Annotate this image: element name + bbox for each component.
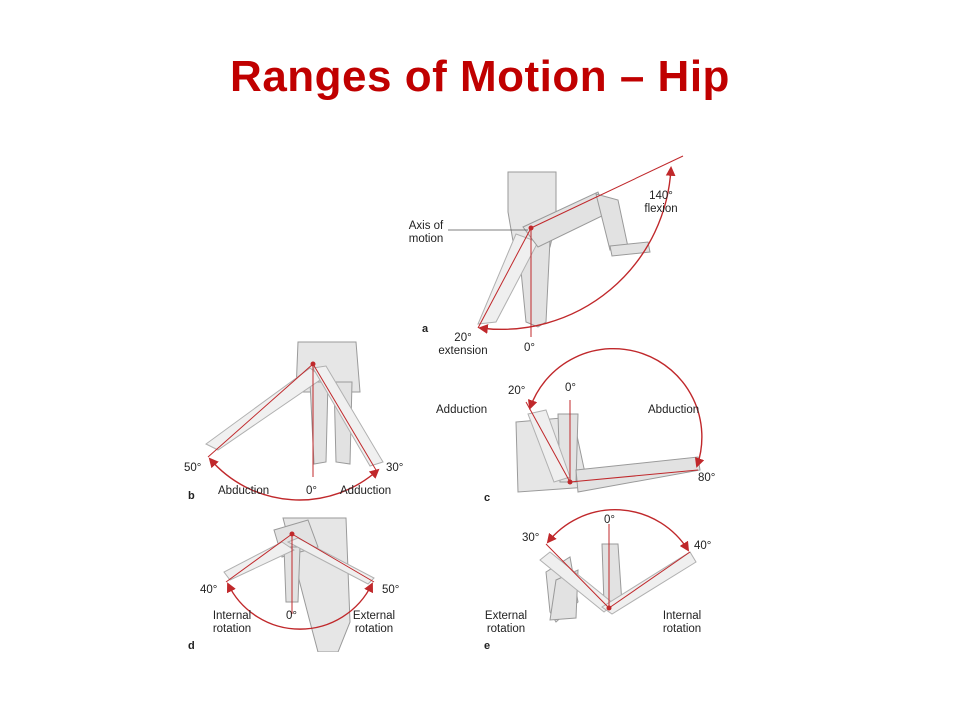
panel-d-internal-label: Internal rotation <box>200 610 264 636</box>
panel-a-flexion-label: 140° flexion <box>633 190 689 216</box>
panel-b-left-value: 50° <box>184 462 202 474</box>
panel-b-pivot <box>310 361 316 367</box>
panel-d-external-line <box>291 533 375 583</box>
panel-c-arc <box>527 347 705 468</box>
panel-a-pivot <box>528 225 534 231</box>
panel-e-drawing <box>539 509 697 623</box>
panel-c-adduction-value: 20° <box>508 385 526 397</box>
panel-b-adducted-leg <box>312 365 384 467</box>
panel-a-extension-label: 20° extension <box>432 332 494 358</box>
panel-c-abduction-label: Abduction <box>648 404 700 416</box>
panel-c-pivot <box>567 479 573 485</box>
panel-e-neutral-label: 0° <box>604 514 615 526</box>
panel-d-left-value: 40° <box>200 584 218 596</box>
panel-b-letter: b <box>188 490 195 502</box>
panel-c-abduction-value: 80° <box>698 472 716 484</box>
panel-d-pivot <box>289 531 295 537</box>
panel-b-right-value: 30° <box>386 462 404 474</box>
panel-c-abducted-leg <box>575 456 701 493</box>
panel-b-abduction-line <box>207 363 314 458</box>
hip-range-of-motion-figure: Axis of motion 140° flexion 20° extensio… <box>178 152 734 652</box>
panel-d-arc <box>227 582 373 630</box>
panel-e-neutral-leg <box>601 543 623 605</box>
panel-d-right-value: 50° <box>382 584 400 596</box>
panel-a-flexion-value: 140° <box>649 190 673 202</box>
panel-d-drawing <box>223 517 375 652</box>
hip-motion-illustration <box>205 155 705 652</box>
panel-a-flexed-shin <box>595 193 629 251</box>
panel-a-axis-label-line1: Axis of <box>408 220 444 232</box>
panel-a-axis-label-line2: motion <box>408 233 444 245</box>
panel-e-internal-line1: Internal <box>662 610 702 622</box>
panel-c-drawing <box>515 347 705 493</box>
panel-e-external-line <box>545 543 610 609</box>
panel-d-internal-line2: rotation <box>212 623 252 635</box>
panel-b-adduction-line <box>312 363 377 471</box>
panel-c-adduction-label: Adduction <box>436 404 488 416</box>
panel-d-neutral-label: 0° <box>286 610 297 622</box>
panel-e-pivot <box>606 605 612 611</box>
panel-a-drawing <box>448 155 684 337</box>
panel-e-internal-label: Internal rotation <box>650 610 714 636</box>
panel-b-adduction-label: Adduction <box>340 485 392 497</box>
panel-d-external-label: External rotation <box>342 610 406 636</box>
panel-d-letter: d <box>188 640 195 652</box>
panel-a-extension-value: 20° <box>454 332 472 344</box>
panel-a-flexion-text: flexion <box>644 203 678 215</box>
panel-e-external-line2: rotation <box>486 623 526 635</box>
panel-b-abducted-leg <box>205 367 324 451</box>
page-title: Ranges of Motion – Hip <box>230 52 730 101</box>
panel-e-arc <box>546 509 690 552</box>
panel-c-abduction-line <box>569 469 699 483</box>
panel-d-external-shin <box>286 537 375 585</box>
panel-e-right-value: 40° <box>694 540 712 552</box>
panel-e-internal-line <box>608 551 691 609</box>
panel-e-internal-line2: rotation <box>662 623 702 635</box>
panel-d-external-line1: External <box>352 610 396 622</box>
panel-b-drawing <box>205 341 384 501</box>
panel-d-internal-line <box>225 533 293 583</box>
panel-e-letter: e <box>484 640 491 652</box>
panel-a-axis-label: Axis of motion <box>396 220 456 246</box>
panel-a-letter: a <box>422 323 429 335</box>
panel-d-external-line2: rotation <box>354 623 394 635</box>
panel-d-internal-shin <box>223 541 296 581</box>
panel-b-arc <box>208 457 380 501</box>
panel-c-letter: c <box>484 492 491 504</box>
panel-c-neutral-label: 0° <box>565 382 576 394</box>
panel-e-external-line1: External <box>484 610 528 622</box>
panel-e-external-label: External rotation <box>474 610 538 636</box>
panel-a-neutral-label: 0° <box>524 342 535 354</box>
panel-b-abduction-label: Abduction <box>218 485 270 497</box>
panel-e-left-value: 30° <box>522 532 540 544</box>
panel-b-neutral-label: 0° <box>306 485 317 497</box>
panel-a-extension-text: extension <box>438 345 488 357</box>
panel-d-internal-line1: Internal <box>212 610 252 622</box>
panel-e-internal-leg <box>601 551 697 615</box>
panel-a-arc <box>478 166 676 334</box>
